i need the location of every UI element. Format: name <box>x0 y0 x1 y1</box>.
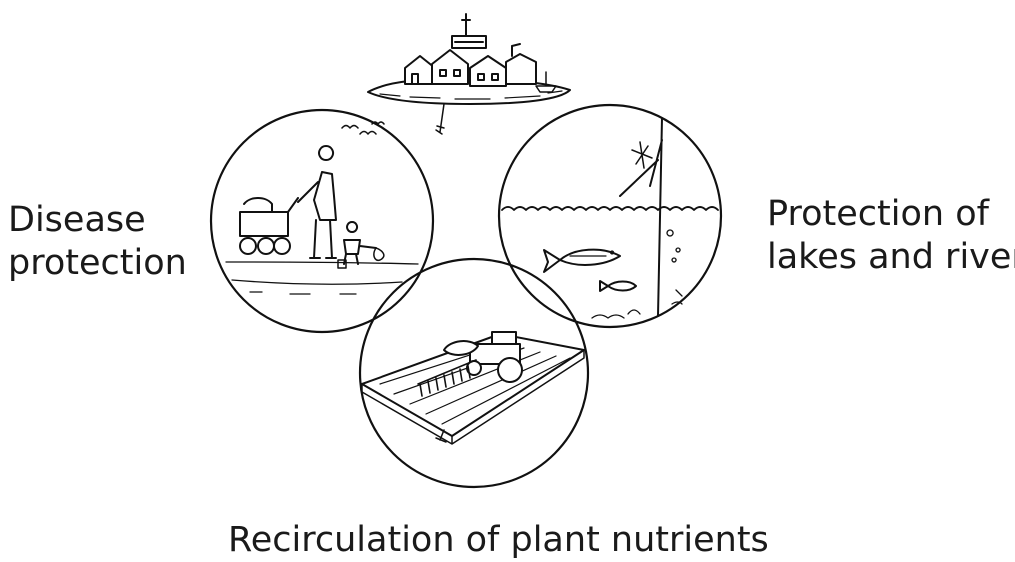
pram-wheel-1 <box>240 238 256 254</box>
water-surface <box>502 207 718 210</box>
drain-pipe <box>436 104 444 134</box>
house-far-right <box>506 44 536 84</box>
church <box>452 14 486 48</box>
pram-wheel-3 <box>274 238 290 254</box>
lakes-rivers-illustration <box>499 105 721 327</box>
birds <box>342 122 384 134</box>
tractor-wheel-big <box>498 358 522 382</box>
circle-lakes <box>499 105 721 327</box>
dragonfly <box>632 142 652 168</box>
net <box>374 248 384 260</box>
recirculation-illustration <box>360 259 588 487</box>
label-recirculation: Recirculation of plant nutrients <box>228 519 769 562</box>
disease-protection-illustration <box>211 110 433 332</box>
bubbles <box>667 230 680 262</box>
pram <box>240 198 298 236</box>
label-disease-protection: Disease protection <box>8 199 187 284</box>
fish-large <box>544 250 620 272</box>
house-right <box>470 56 506 86</box>
island-town-illustration <box>368 14 570 134</box>
lake-bottom <box>592 290 682 318</box>
house-left <box>405 56 435 84</box>
pram-wheel-2 <box>258 238 274 254</box>
adult-figure <box>298 146 336 258</box>
label-lakes-and-rivers: Protection of lakes and rivers <box>767 193 1015 278</box>
house-middle <box>432 50 468 84</box>
fish-small <box>600 281 636 291</box>
child-figure <box>344 222 376 264</box>
ground <box>226 262 418 294</box>
